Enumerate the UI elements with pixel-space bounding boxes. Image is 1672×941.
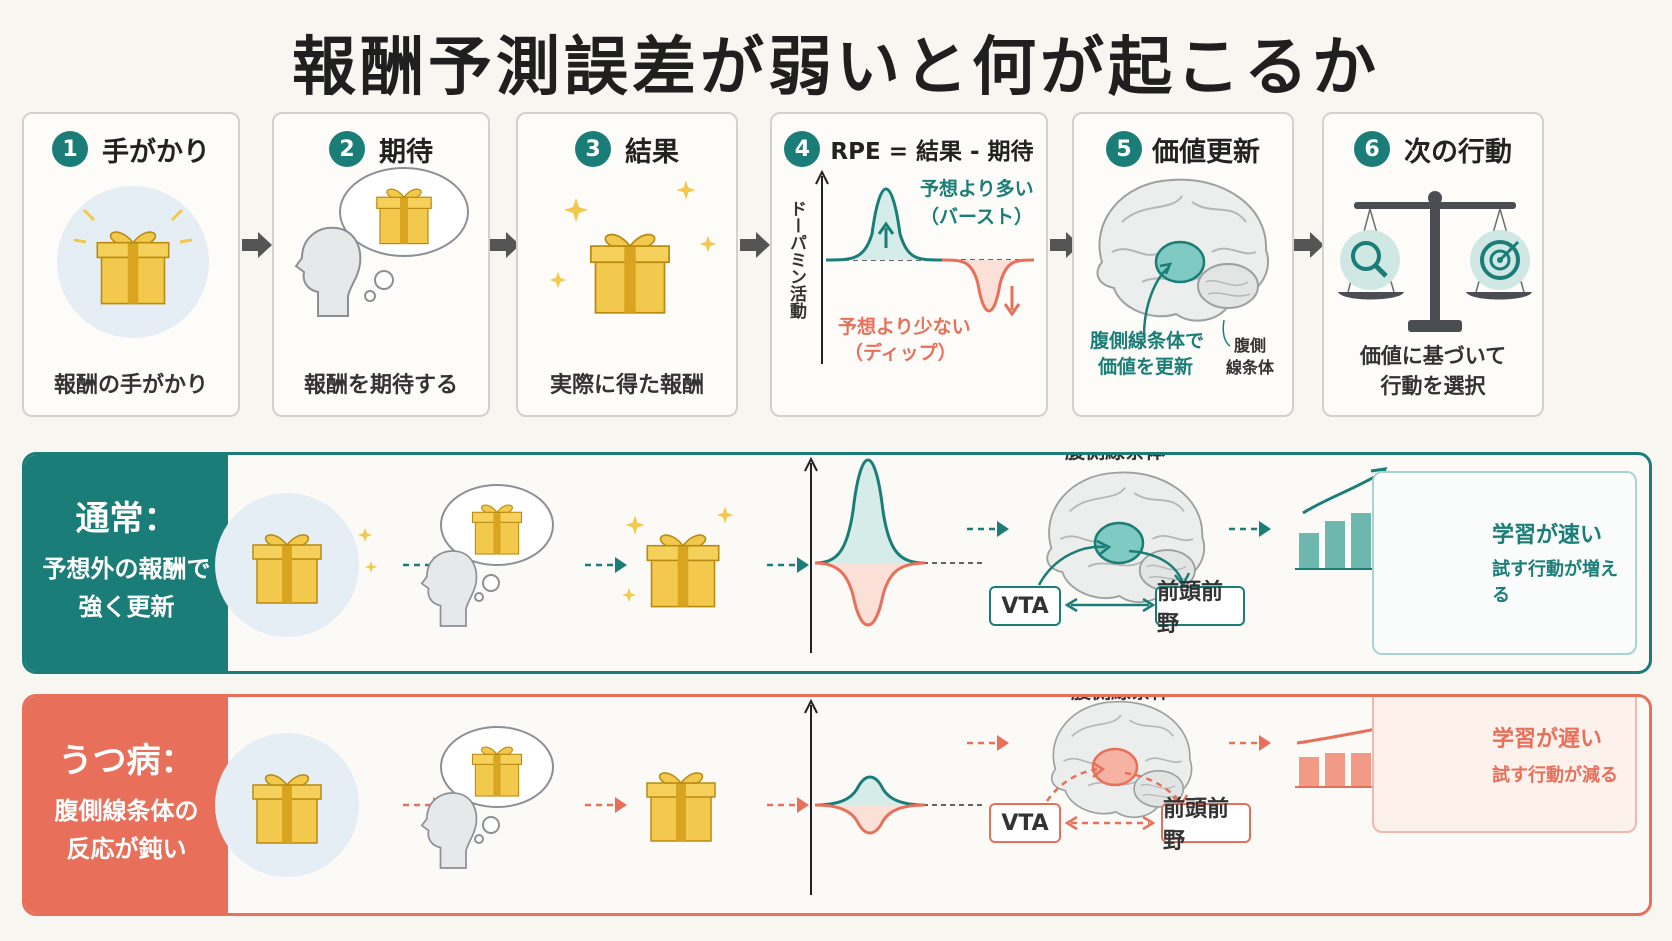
striatum-side-label: 腹側 [1234, 336, 1267, 355]
gift-icon [376, 188, 432, 245]
normal-row-label: 通常： 予想外の報酬で 強く更新 [25, 455, 228, 671]
step-caption-sub: 行動を選択 [1380, 374, 1486, 398]
step-title: 価値更新 [1152, 136, 1260, 168]
sparkle-icon [564, 198, 588, 222]
head-icon [295, 226, 362, 317]
pfc-tag: 前頭前野 [1155, 580, 1245, 637]
step-caption: 報酬の手がかり [53, 373, 208, 398]
arrow-right-icon [490, 232, 520, 258]
step-number: 5 [1106, 131, 1142, 167]
result-subtitle: 試す行動が減る [1492, 765, 1618, 786]
y-axis-label: ドーパミン活動 [786, 200, 806, 319]
result-title: 学習が遅い [1492, 727, 1603, 752]
gift-icon [590, 233, 670, 314]
row-title: 通常： [75, 499, 178, 539]
result-subtitle: 試す行動が増える [1492, 559, 1618, 606]
step-caption: 価値に基づいて [1359, 344, 1507, 368]
striatum-label: 腹側線条体 [1065, 455, 1165, 464]
pfc-tag: 前頭前野 [1161, 797, 1251, 854]
step-outcome-card: 3 結果 実際に得た報酬 [516, 112, 738, 417]
step-caption: 実際に得た報酬 [549, 373, 704, 398]
row-subtitle: 予想外の報酬で [42, 555, 211, 583]
row-title: うつ病： [58, 741, 195, 781]
step-title: 次の行動 [1404, 136, 1512, 168]
step-number: 4 [784, 131, 821, 167]
gift-icon [252, 774, 322, 844]
vta-tag: VTA [989, 586, 1061, 626]
dip-label-sub: （ディップ） [844, 342, 957, 364]
arrow-right-icon [740, 232, 770, 258]
result-box: 学習が遅い 試す行動が減る [1372, 697, 1637, 833]
result-box: 学習が速い 試す行動が増える [1372, 471, 1637, 655]
step-title: 期待 [379, 136, 433, 168]
rpe-curve-graph [815, 169, 1035, 364]
depression-row-label: うつ病： 腹側線条体の 反応が鈍い [25, 697, 228, 913]
burst-label-sub: （バースト） [920, 206, 1034, 228]
step-expectation-card: 2 期待 報酬を期待する [272, 112, 490, 417]
step-cue-card: 1 手がかり 報酬の手がかり [22, 112, 240, 417]
step-caption: 腹側線条体で [1090, 330, 1205, 352]
step-title: RPE = 結果 - 期待 [830, 139, 1034, 165]
striatum-highlight [1154, 240, 1206, 284]
step-rpe-card: 4 RPE = 結果 - 期待 ドーパミン活動 予想より多い （バースト） 予想… [770, 112, 1048, 417]
sparkle-icon [549, 271, 567, 289]
step-caption-sub: 価値を更新 [1098, 356, 1194, 378]
page-title: 報酬予測誤差が弱いと何が起こるか [292, 31, 1380, 105]
row-subtitle-2: 強く更新 [78, 593, 175, 621]
depression-row: うつ病： 腹側線条体の 反応が鈍い [22, 694, 1652, 916]
striatum-side-label-sub: 線条体 [1226, 358, 1275, 377]
step-next-action-card: 6 次の行動 価値に基づいて 行動を選択 [1322, 112, 1544, 417]
result-title: 学習が速い [1492, 523, 1603, 548]
scale-icon [1338, 191, 1532, 332]
sparkle-icon [676, 180, 696, 200]
step-caption: 報酬を期待する [303, 373, 458, 398]
step-number: 1 [52, 131, 88, 167]
arrow-right-icon [1294, 232, 1324, 258]
row-subtitle: 腹側線条体の [54, 797, 199, 825]
magnifier-icon [1340, 230, 1400, 290]
arrow-right-icon [242, 232, 272, 258]
step-number: 2 [329, 131, 365, 167]
step-title: 結果 [625, 136, 679, 168]
burst-label: 予想より多い [920, 178, 1034, 200]
striatum-label: 腹側線条体 [1071, 697, 1171, 704]
dip-label: 予想より少ない [838, 316, 971, 338]
step-number: 6 [1354, 131, 1390, 167]
gift-icon [57, 186, 209, 338]
row-subtitle-2: 反応が鈍い [66, 835, 187, 863]
vta-tag: VTA [989, 803, 1061, 843]
normal-row: 通常： 予想外の報酬で 強く更新 [22, 452, 1652, 674]
sparkle-icon [699, 235, 717, 253]
step-title: 手がかり [102, 136, 210, 168]
gift-icon [252, 534, 322, 604]
target-icon [1470, 230, 1530, 290]
rpe-curve-graph [804, 698, 985, 895]
step-number: 3 [575, 131, 611, 167]
rpe-curve-graph [804, 456, 985, 653]
step-value-update-card: 5 価値更新 腹側線条体で 価値を更新 腹側 線条体 [1072, 112, 1294, 417]
